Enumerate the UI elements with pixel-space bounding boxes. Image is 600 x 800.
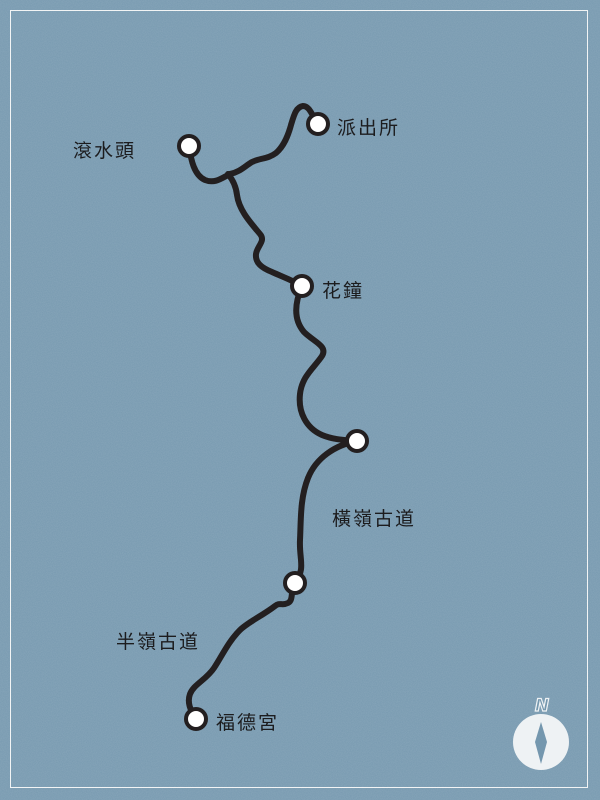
stop-gunshuitou[interactable] bbox=[177, 134, 201, 158]
label-fudegong: 福德宮 bbox=[216, 712, 280, 734]
stop-hengling[interactable] bbox=[345, 429, 369, 453]
label-huazhong: 花鐘 bbox=[322, 280, 365, 302]
label-henglingudao: 橫嶺古道 bbox=[332, 508, 417, 530]
route bbox=[185, 103, 360, 722]
compass-needle-icon bbox=[535, 722, 547, 764]
label-banlingudao: 半嶺古道 bbox=[116, 631, 201, 653]
stops bbox=[177, 112, 369, 731]
route-segment-paichusuo bbox=[227, 103, 321, 177]
stop-banling[interactable] bbox=[283, 571, 307, 595]
label-gunshuitou: 滾水頭 bbox=[73, 140, 137, 162]
route-segment-henglingudao bbox=[292, 438, 360, 586]
compass: N bbox=[513, 692, 569, 772]
north-label: N bbox=[535, 696, 549, 716]
stop-huazhong[interactable] bbox=[290, 274, 314, 298]
label-paichusuo: 派出所 bbox=[337, 117, 401, 139]
stop-fudegong[interactable] bbox=[184, 707, 208, 731]
route-segment-huazhong bbox=[225, 171, 305, 289]
stop-paichusuo[interactable] bbox=[306, 112, 330, 136]
route-segment-hengling bbox=[293, 283, 360, 444]
route-segment-banlingudao bbox=[185, 580, 298, 722]
route-segment-gunshuitou bbox=[186, 143, 233, 185]
